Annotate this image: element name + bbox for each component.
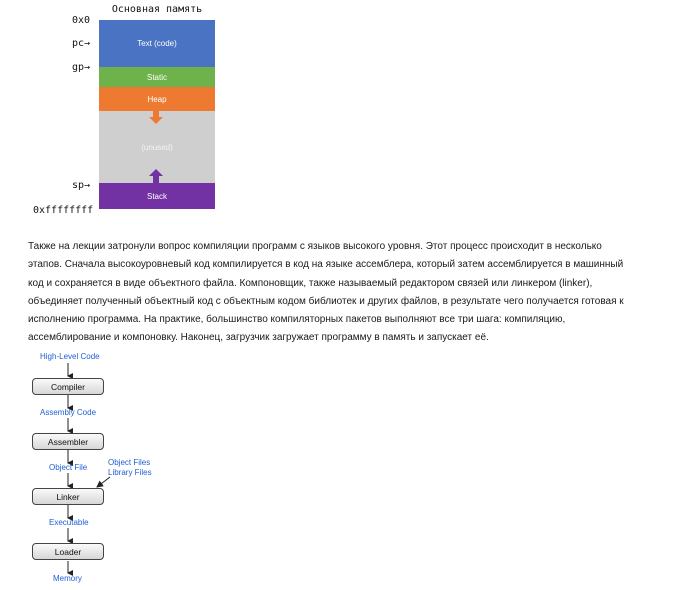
high-level-code-label: High-Level Code — [40, 352, 100, 361]
address-end-label: 0xffffffff — [33, 205, 94, 216]
gp-pointer-label: gp→ — [72, 62, 91, 73]
sp-pointer-label: sp→ — [72, 180, 91, 191]
executable-label: Executable — [49, 518, 89, 527]
heap-segment: Heap — [99, 87, 215, 111]
arrow-libraries-to-linker-icon — [96, 476, 111, 488]
paragraph-line: ассемблирование и компоновку. Наконец, з… — [28, 332, 489, 344]
stack-segment: Stack — [99, 183, 215, 209]
stack-growth-arrow-icon — [149, 169, 163, 183]
object-files-label: Object Files — [108, 458, 151, 467]
address-start-label: 0x0 — [72, 15, 91, 26]
loader-stage: Loader — [32, 543, 104, 560]
paragraph-line: этапов. Сначала высокоуровневый код комп… — [28, 259, 624, 271]
compilation-paragraph: Также на лекции затронули вопрос компиля… — [28, 238, 660, 348]
memory-label: Memory — [53, 574, 82, 583]
static-segment: Static — [99, 67, 215, 87]
heap-growth-arrow-icon — [149, 110, 163, 124]
paragraph-line: Также на лекции затронули вопрос компиля… — [28, 241, 602, 252]
object-file-label: Object File — [49, 463, 88, 472]
pc-pointer-label: pc→ — [72, 38, 91, 49]
linker-stage: Linker — [32, 488, 104, 505]
paragraph-line: код и сохраняется в виде объектного файл… — [28, 277, 593, 289]
assembler-stage: Assembler — [32, 433, 104, 450]
paragraph-line: объединяет полученный объектный код с об… — [28, 295, 624, 307]
text-segment: Text (code) — [99, 20, 215, 67]
assembly-code-label: Assembly Code — [40, 408, 97, 417]
memory-title: Основная память — [111, 4, 203, 15]
library-files-label: Library Files — [108, 468, 152, 477]
compiler-stage: Compiler — [32, 378, 104, 395]
paragraph-line: исполнению программа. На практике, больш… — [28, 314, 566, 326]
